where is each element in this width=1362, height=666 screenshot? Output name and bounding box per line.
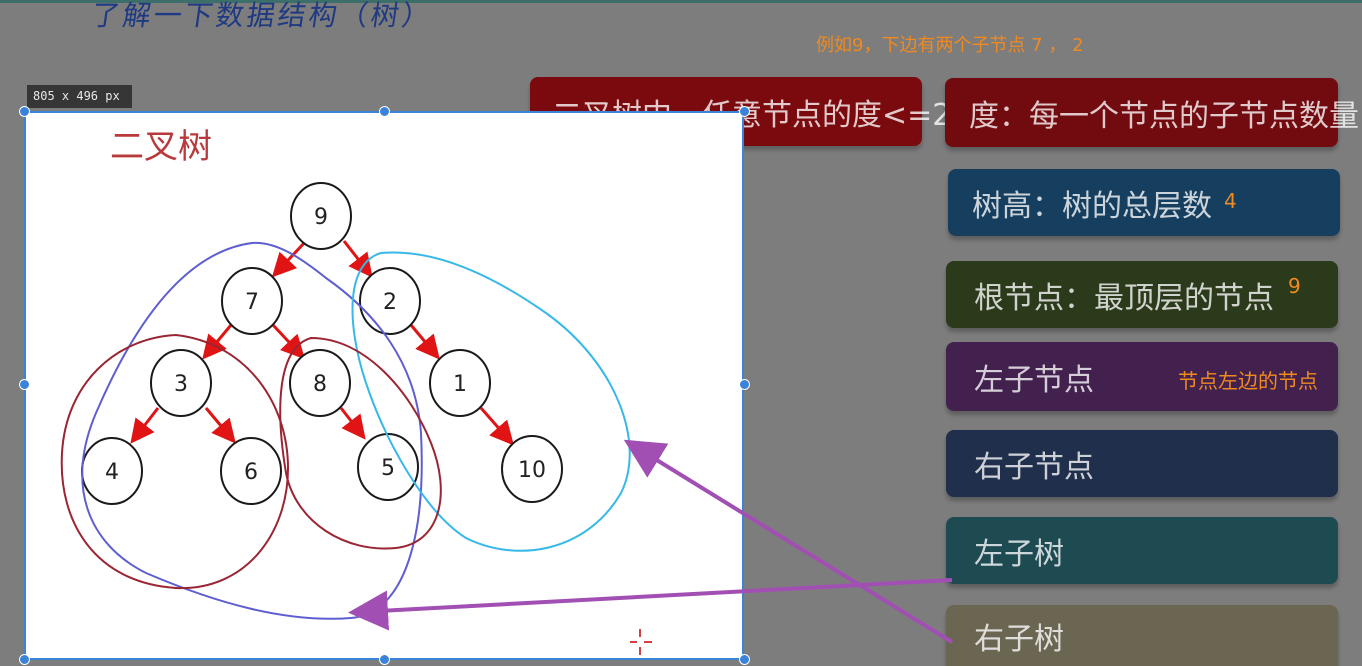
card-label: 左子节点 [974, 362, 1094, 398]
node-2 [359, 267, 421, 335]
node-5-label: 5 [381, 456, 395, 481]
node-9 [290, 182, 352, 250]
resize-handle-bottom-left[interactable] [19, 654, 30, 665]
left-subtree-card: 左子树 [946, 517, 1338, 584]
card-label: 右子树 [974, 621, 1064, 657]
node-8-subtree-loop [279, 336, 442, 550]
edge-7-3 [202, 324, 233, 360]
card-label: 树高：树的总层数 [972, 188, 1212, 224]
edge-3-4 [130, 407, 160, 444]
slide-title: 二叉树 [110, 127, 212, 167]
node-8-label: 8 [313, 372, 327, 397]
node-2-label: 2 [383, 290, 397, 315]
node-10-label: 10 [518, 458, 546, 483]
resize-handle-top-right[interactable] [739, 106, 750, 117]
node-10 [501, 435, 563, 503]
root-node-card: 根节点：最顶层的节点 9 [946, 261, 1338, 328]
card-label: 右子节点 [974, 449, 1094, 485]
resize-handle-top-left[interactable] [19, 106, 30, 117]
card-label: 左子树 [974, 536, 1064, 572]
tree-edges [130, 239, 514, 446]
binary-tree-diagram: 9 7 2 3 8 1 4 6 5 10 [60, 182, 652, 655]
right-subtree-card: 右子树 [946, 605, 1338, 666]
node-7 [221, 267, 283, 335]
node-3-subtree-loop [60, 333, 290, 590]
left-child-card: 左子节点 节点左边的节点 [946, 342, 1338, 411]
left-child-annotation: 节点左边的节点 [1178, 369, 1318, 393]
node-4-label: 4 [105, 460, 119, 485]
node-6 [220, 437, 282, 505]
edge-2-1 [409, 324, 440, 360]
node-7-label: 7 [245, 290, 259, 315]
card-label: 根节点：最顶层的节点 [974, 280, 1274, 316]
selection-size-label: 805 x 496 px [27, 85, 132, 108]
resize-handle-bottom-right[interactable] [739, 654, 750, 665]
degree-card: 度：每一个节点的子节点数量 [945, 78, 1359, 147]
node-6-label: 6 [244, 460, 258, 485]
arrow-right-subtree [623, 439, 954, 644]
resize-handle-top[interactable] [379, 106, 390, 117]
right-child-card: 右子节点 [946, 430, 1338, 497]
tree-height-card: 树高：树的总层数 4 [948, 169, 1340, 236]
crosshair-icon [630, 629, 652, 655]
edge-8-5 [339, 407, 366, 440]
height-annotation: 4 [1224, 189, 1237, 213]
node-9-label: 9 [314, 205, 328, 230]
edge-1-10 [479, 407, 514, 446]
right-subtree-loop [351, 251, 631, 552]
node-1 [429, 349, 491, 417]
node-3 [150, 349, 212, 417]
card-label: 度：每一个节点的子节点数量 [969, 98, 1359, 134]
edge-7-8 [271, 323, 306, 360]
node-5 [357, 433, 419, 501]
edge-3-6 [204, 407, 236, 444]
node-1-label: 1 [453, 372, 467, 397]
resize-handle-bottom[interactable] [379, 654, 390, 665]
node-3-label: 3 [174, 372, 188, 397]
resize-handle-right[interactable] [739, 379, 750, 390]
edge-9-2 [342, 240, 373, 278]
example-annotation: 例如9，下边有两个子节点 7 ， 2 [816, 35, 1084, 56]
tree-nodes [81, 182, 563, 505]
resize-handle-left[interactable] [19, 379, 30, 390]
arrow-left-subtree [348, 578, 953, 631]
left-subtree-loop [81, 241, 423, 620]
node-8 [289, 349, 351, 417]
capture-selection-frame[interactable]: 二叉树 [24, 111, 744, 660]
top-border [0, 0, 1362, 3]
edge-9-7 [271, 239, 308, 278]
root-annotation: 9 [1288, 274, 1301, 298]
